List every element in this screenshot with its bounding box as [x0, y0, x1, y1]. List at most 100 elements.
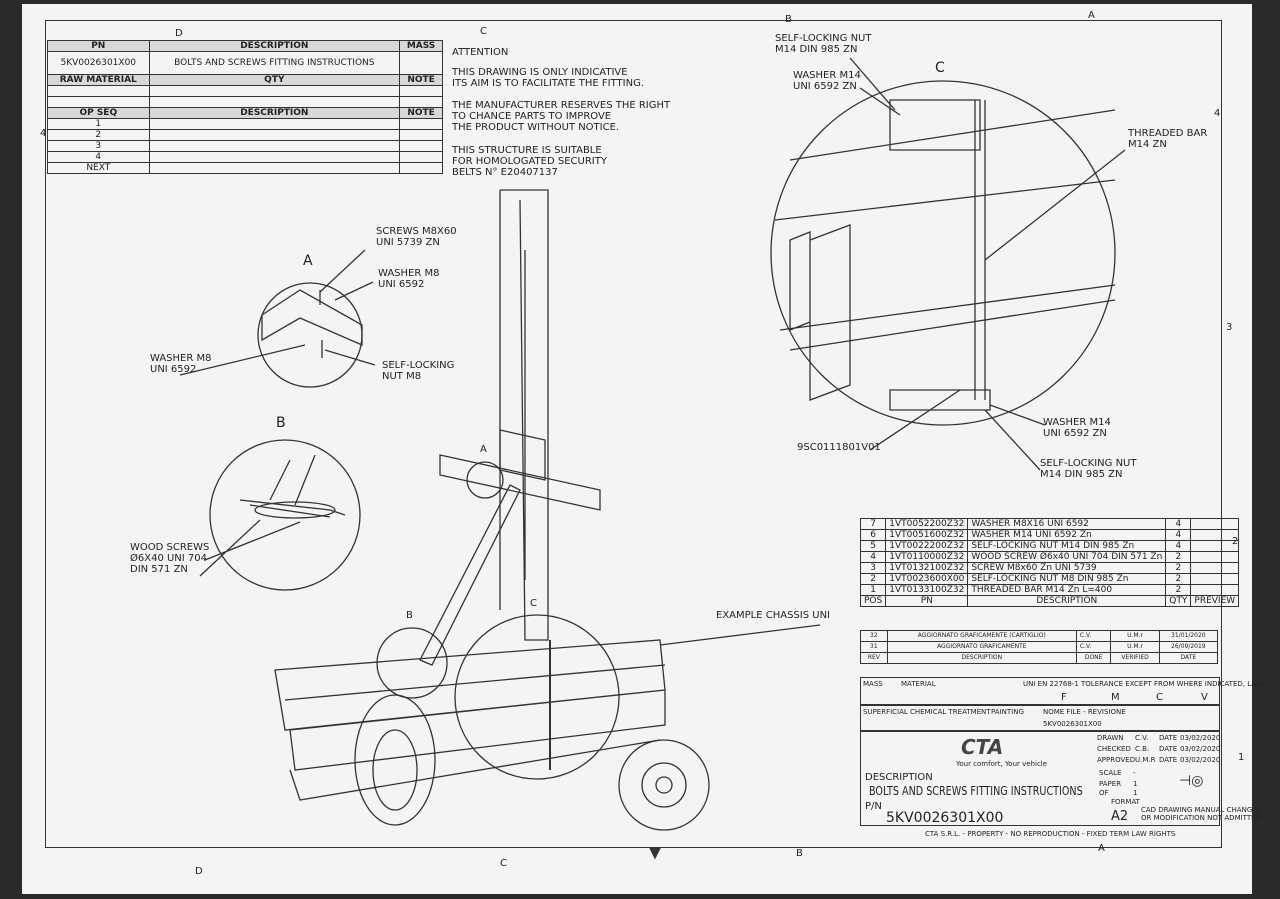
zone-label: B [796, 848, 803, 859]
marker-label-b: B [406, 610, 413, 621]
table-cell: AGGIORNATO GRAFICAMENTE (CARTIGLIO) [886, 630, 1077, 642]
table-cell: WOOD SCREW Ø6x40 UNI 704 DIN 571 Zn [967, 551, 1167, 563]
title-block: CTA Your comfort, Your vehicle DRAWN C.V… [860, 731, 1261, 826]
callout: WASHER M14 UNI 6592 Zn [793, 70, 861, 92]
table-cell: 6 [859, 529, 887, 541]
detail-label-b: B [276, 415, 286, 431]
detail-c-marker [454, 614, 620, 780]
table-cell: 4 [1165, 518, 1192, 530]
table-cell: 3 [859, 562, 887, 574]
callout: WASHER M8 UNI 6592 [150, 353, 212, 375]
detail-b-marker [376, 627, 448, 699]
detail-label-c: C [935, 60, 945, 76]
table-cell: 2 [1165, 573, 1192, 585]
callout: SELF-LOCKING NUT M14 DIN 985 Zn [775, 33, 872, 55]
table-cell: SELF-LOCKING NUT M8 DIN 985 Zn [967, 573, 1167, 585]
callout: THREADED BAR M14 Zn [1128, 128, 1208, 150]
table-cell: 1VT0132100Z32 [885, 562, 969, 574]
sheet-format: A2 [1111, 809, 1129, 824]
zone-label: A [1098, 843, 1105, 854]
drawing-description: BOLTS AND SCREWS FITTING INSTRUCTIONS [869, 784, 1083, 798]
callout: WASHER M8 UNI 6592 [378, 268, 440, 290]
zone-label: B [785, 14, 792, 25]
part-number: 5KV0026301X00 [886, 810, 1004, 826]
table-cell: 1VT0051600Z32 [885, 529, 969, 541]
callout: WOOD SCREWS Ø6x40 UNI 704 DIN 571 Zn [130, 542, 210, 575]
table-cell: 7 [859, 518, 887, 530]
callout: EXAMPLE CHASSIS UNI [716, 610, 830, 621]
table-cell: SCREW M8x60 Zn UNI 5739 [967, 562, 1167, 574]
zone-label: D [175, 28, 183, 39]
callout: 9SC0111801V01 [797, 442, 881, 453]
table-cell: 1VT0110000Z32 [885, 551, 969, 563]
table-cell: SELF-LOCKING NUT M14 DIN 985 Zn [967, 540, 1167, 552]
table-cell: QTY [1165, 595, 1192, 607]
table-cell: C.V. [1075, 630, 1112, 642]
note: THE MANUFACTURER RESERVES THE RIGHT TO C… [452, 100, 671, 133]
table-cell: 1 [859, 584, 887, 596]
table-cell: 4 [859, 551, 887, 563]
table-cell: 1VT0023600X00 [885, 573, 969, 585]
table-cell: VERIFIED [1110, 652, 1160, 664]
preview-cell [1190, 529, 1240, 541]
table-cell: THREADED BAR M14 Zn L=400 [967, 584, 1167, 596]
table-cell: 2 [1165, 584, 1192, 596]
callout: SCREWS M8x60 UNI 5739 Zn [376, 226, 457, 248]
projection-symbol-icon: ⊣◎ [1179, 773, 1204, 789]
preview-cell [1190, 573, 1240, 585]
table-cell: DONE [1075, 652, 1112, 664]
table-cell: U.M.r [1110, 630, 1160, 642]
zone-label: D [195, 866, 203, 877]
zone-label: 4 [40, 128, 47, 139]
table-cell: WASHER M8X16 UNI 6592 [967, 518, 1167, 530]
table-cell: 31/01/2020 [1158, 630, 1219, 642]
zone-label: 4 [1214, 108, 1221, 119]
table-cell: 1VT0052200Z32 [885, 518, 969, 530]
table-cell: PREVIEW [1190, 595, 1240, 607]
zone-label: C [480, 26, 487, 37]
table-cell: PN [885, 595, 969, 607]
zone-label: C [500, 858, 507, 869]
zone-label: 3 [1226, 322, 1233, 333]
marker-label-a: A [480, 444, 487, 455]
marker-label-c: C [530, 598, 537, 609]
zone-label: A [1088, 10, 1095, 21]
preview-cell [1190, 584, 1240, 596]
table-cell: 32 [860, 630, 888, 642]
table-cell: 5 [859, 540, 887, 552]
table-cell: 4 [1165, 540, 1192, 552]
property-notice: CTA S.r.l. - PROPERTY - NO REPRODUCTION … [925, 830, 1176, 838]
table-cell: U.M.r [1110, 641, 1160, 653]
table-cell: DATE [1158, 652, 1219, 664]
preview-cell [1190, 562, 1240, 574]
table-cell: 2 [859, 573, 887, 585]
tolerance-f: f [1061, 692, 1067, 703]
preview-cell [1190, 518, 1240, 530]
table-cell: POS [859, 595, 887, 607]
detail-label-a: A [303, 253, 313, 269]
note: THIS STRUCTURE IS SUITABLE FOR HOMOLOGAT… [452, 145, 607, 178]
table-cell: WASHER M14 UNI 6592 Zn [967, 529, 1167, 541]
attention-heading: ATTENTION [452, 47, 509, 58]
note: THIS DRAWING IS ONLY INDICATIVE ITS AIM … [452, 67, 644, 89]
material-block: MASS MATERIAL UNI EN 22768-1 TOLERANCE E… [860, 677, 1265, 705]
table-cell: 1VT0133100Z32 [885, 584, 969, 596]
tolerance-m: m [1111, 692, 1120, 703]
table-cell: DESCRIPTION [967, 595, 1167, 607]
detail-b-circle [209, 439, 361, 591]
table-cell: C.V. [1075, 641, 1112, 653]
callout: WASHER M14 UNI 6592 Zn [1043, 417, 1111, 439]
cta-logo: CTA [961, 735, 1004, 759]
detail-a-circle [257, 282, 363, 388]
